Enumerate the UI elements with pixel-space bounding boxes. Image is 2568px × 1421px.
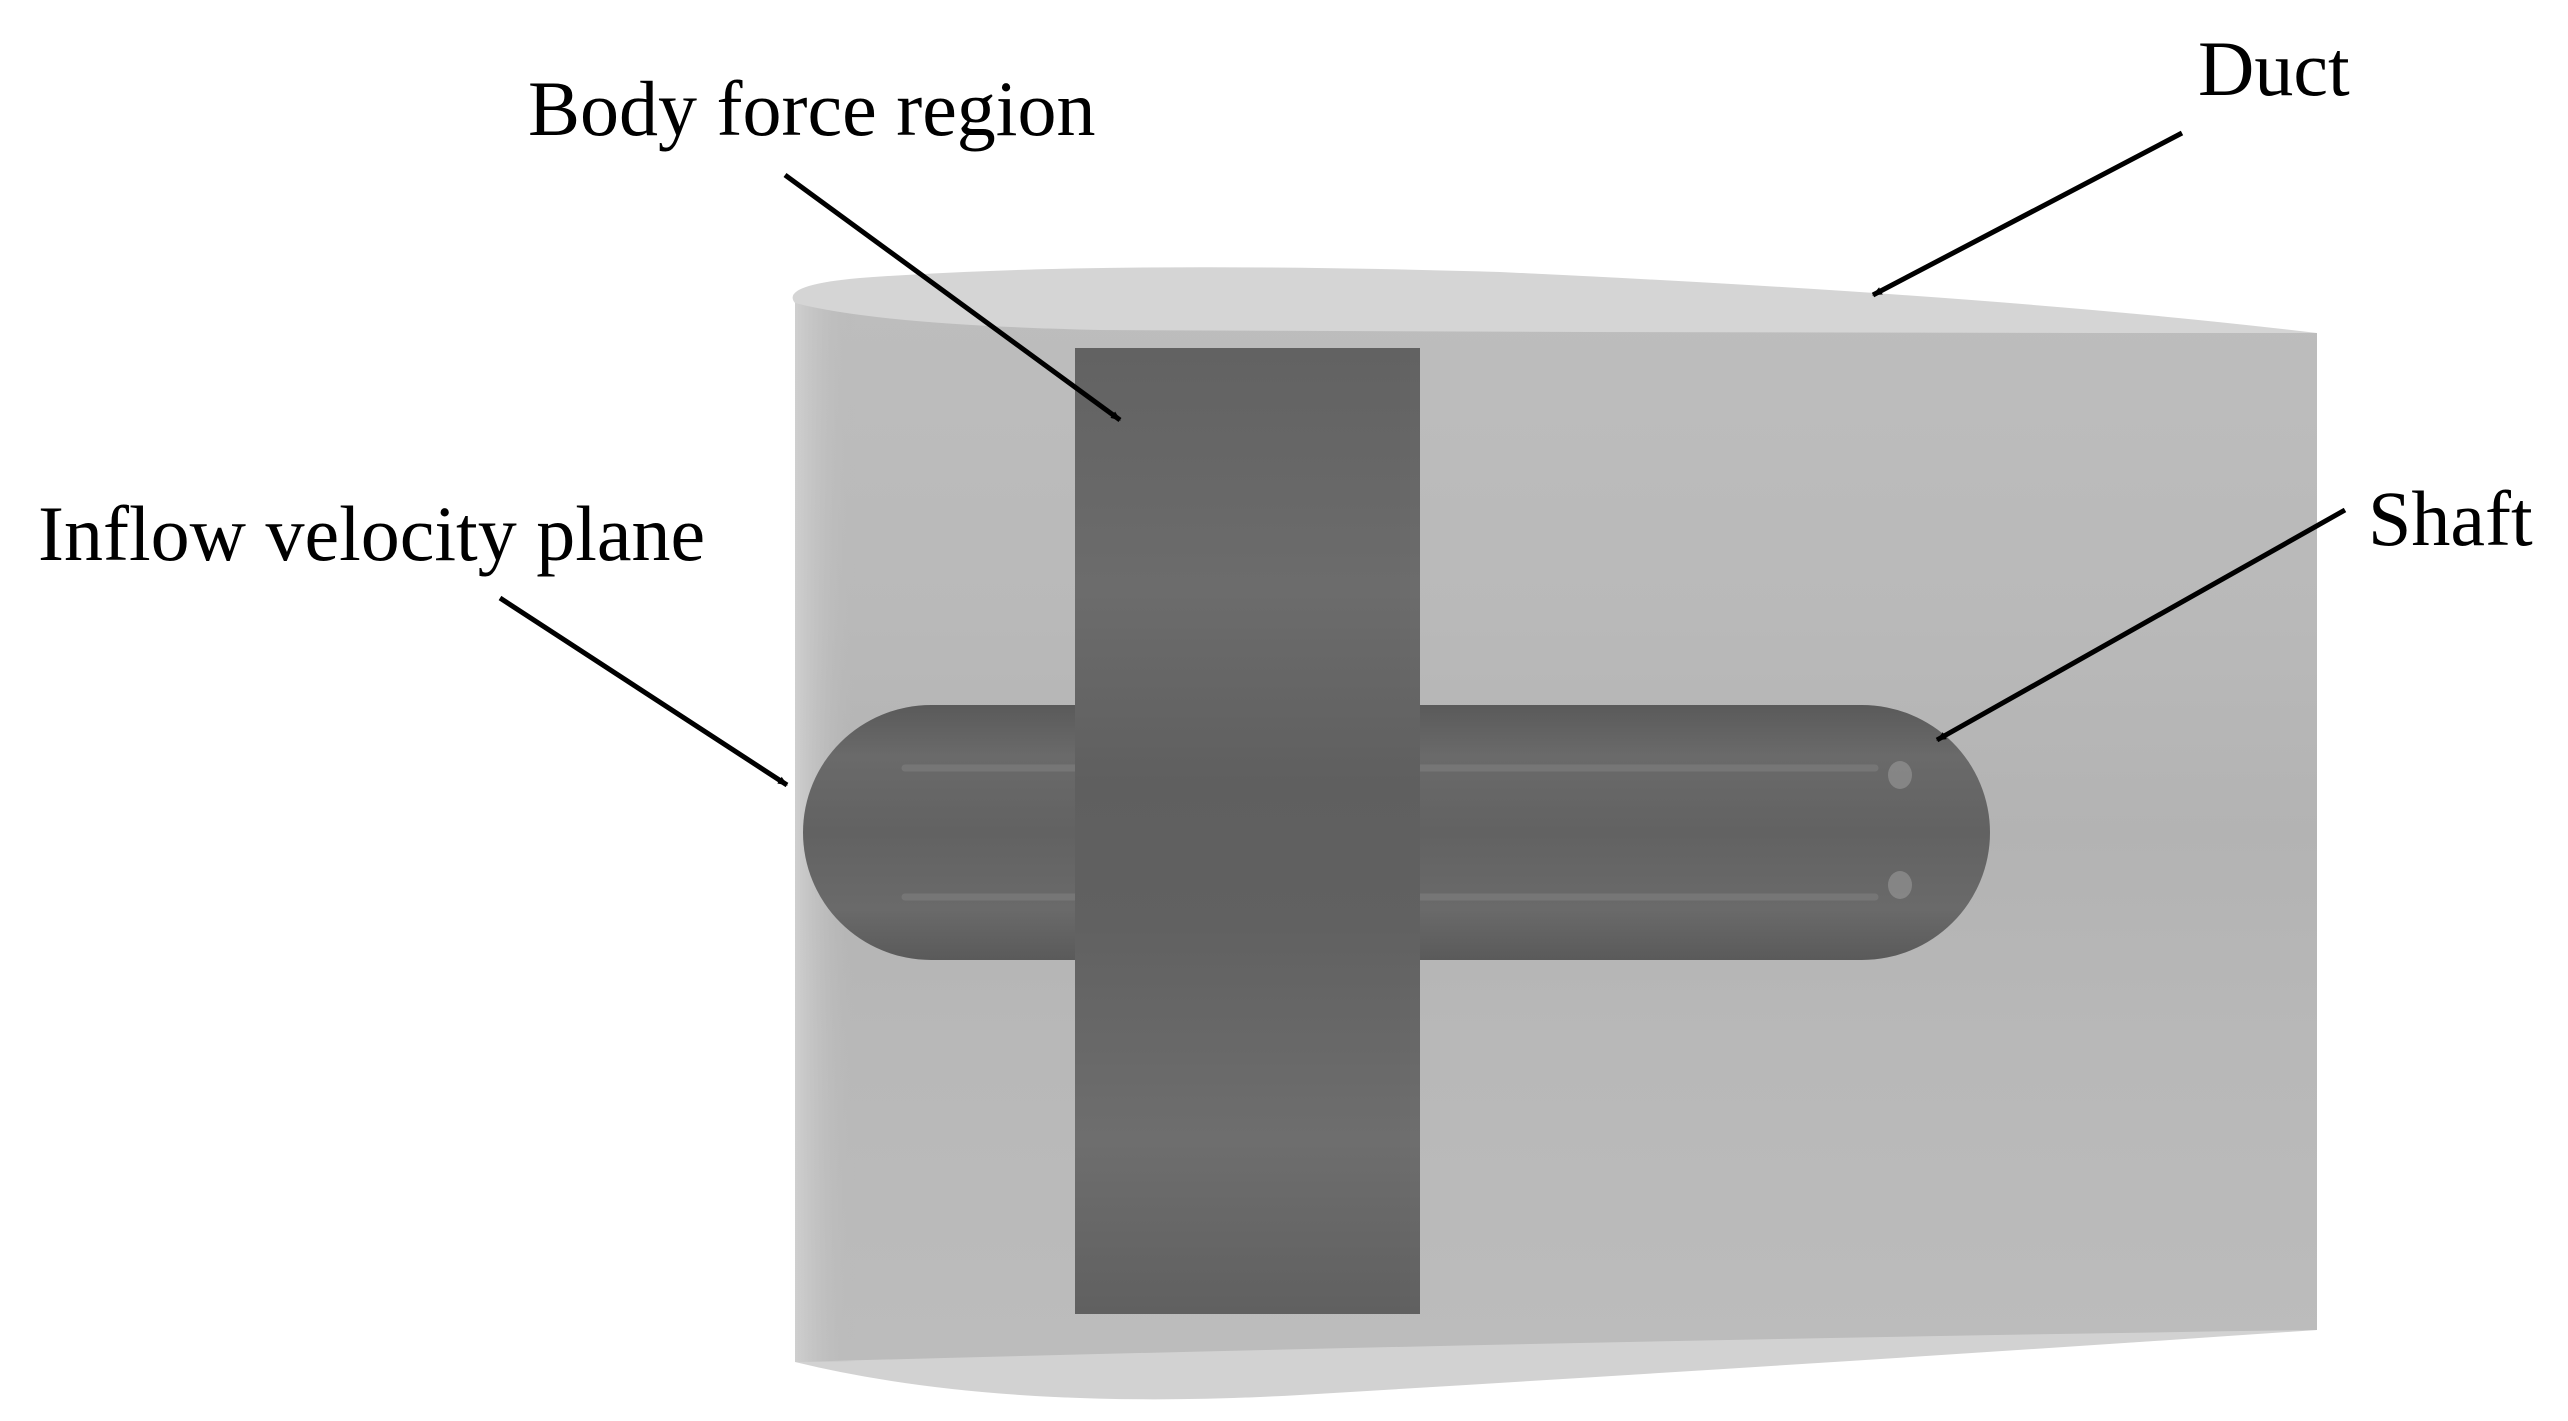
inflow-velocity-plane-label: Inflow velocity plane bbox=[38, 490, 705, 577]
duct-label: Duct bbox=[2198, 25, 2350, 112]
inflow-velocity-plane-arrow bbox=[498, 595, 789, 788]
shaft-tip-highlight-bottom bbox=[1888, 871, 1912, 899]
duct-top-lip bbox=[792, 267, 2317, 333]
body-force-region-arrow bbox=[783, 172, 1122, 423]
shaft-arrow bbox=[1935, 507, 2347, 743]
body-force-region bbox=[1075, 348, 1420, 1314]
duct-arrow bbox=[1871, 130, 2184, 298]
shaft-tip-highlight-top bbox=[1888, 761, 1912, 789]
body-force-region-label: Body force region bbox=[528, 65, 1095, 152]
annotations bbox=[498, 130, 2347, 788]
shaft-label: Shaft bbox=[2368, 475, 2533, 562]
